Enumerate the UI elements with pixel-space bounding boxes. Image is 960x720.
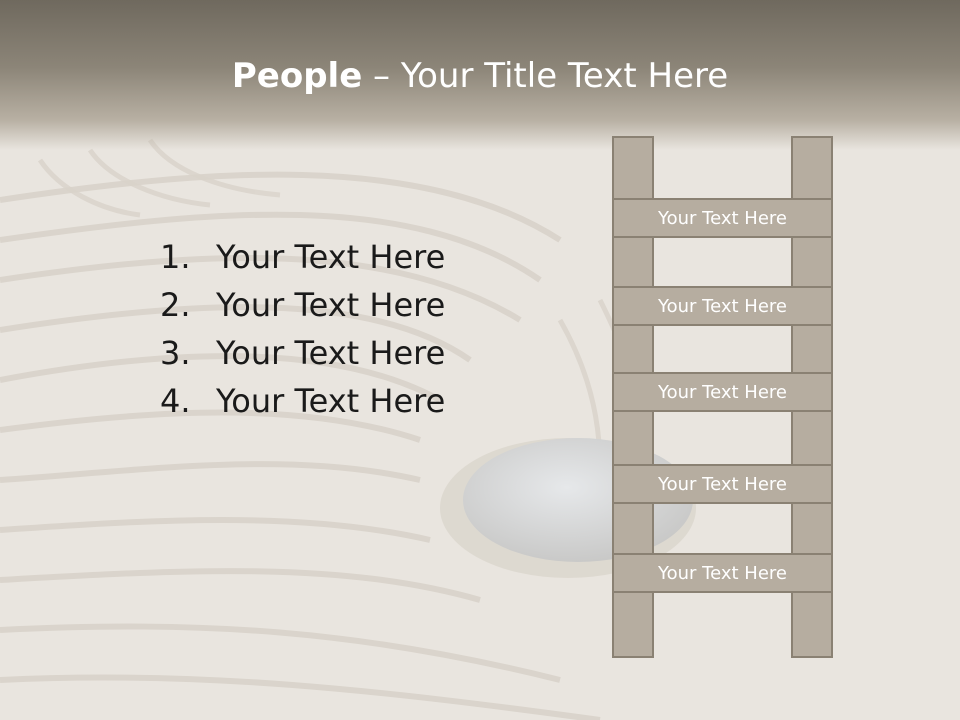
title-bold: People	[231, 56, 363, 96]
list-text: Your Text Here	[216, 238, 446, 276]
list-text: Your Text Here	[216, 382, 446, 420]
list-number: 2.	[160, 286, 191, 324]
list-number: 1.	[160, 238, 191, 276]
list-number: 4.	[160, 382, 191, 420]
title-rest: – Your Title Text Here	[362, 56, 729, 96]
ladder-rung: Your Text Here	[612, 372, 833, 412]
list-item: 2. Your Text Here	[160, 281, 445, 329]
list-number: 3.	[160, 334, 191, 372]
list-item: 1. Your Text Here	[160, 233, 445, 281]
slide-title: People – Your Title Text Here	[0, 52, 960, 100]
list-item: 4. Your Text Here	[160, 377, 445, 425]
numbered-list: 1. Your Text Here 2. Your Text Here 3. Your…	[160, 233, 445, 425]
list-text: Your Text Here	[216, 286, 446, 324]
ladder-rung: Your Text Here	[612, 464, 833, 504]
header-band	[0, 0, 960, 150]
list-text: Your Text Here	[216, 334, 446, 372]
list-item: 3. Your Text Here	[160, 329, 445, 377]
ladder-rung: Your Text Here	[612, 553, 833, 593]
ladder-rung: Your Text Here	[612, 286, 833, 326]
ladder-rung: Your Text Here	[612, 198, 833, 238]
